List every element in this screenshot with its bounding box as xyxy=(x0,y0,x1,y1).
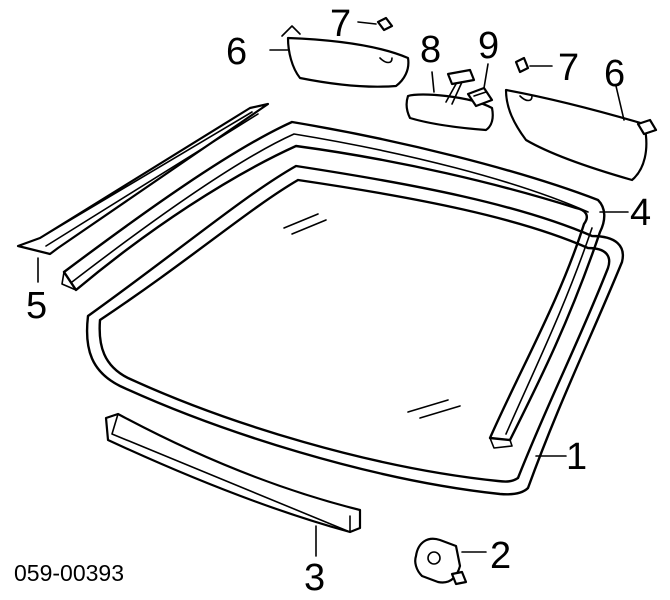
sun-visor-left-part-6 xyxy=(269,25,410,88)
sun-visor-right-part-6 xyxy=(504,85,658,182)
callout-6-right: 6 xyxy=(604,53,625,95)
rear-view-mirror-part-8 xyxy=(405,68,494,132)
callout-4: 4 xyxy=(630,192,651,234)
pillar-molding-part-5 xyxy=(16,102,270,256)
callout-7-right: 7 xyxy=(558,47,579,89)
callout-2: 2 xyxy=(490,535,511,577)
visor-clip-right-part-7 xyxy=(514,56,553,74)
windshield-glass-part-1 xyxy=(85,164,625,496)
callout-5: 5 xyxy=(26,285,47,327)
callout-9: 9 xyxy=(478,25,499,67)
callout-7-left: 7 xyxy=(330,3,351,45)
callout-1: 1 xyxy=(566,436,587,478)
visor-clip-left-part-7 xyxy=(357,16,394,32)
bracket-part-2 xyxy=(414,537,487,586)
frame-molding-part-4 xyxy=(61,120,606,449)
mirror-mount-part-9 xyxy=(466,63,494,108)
leader-lines xyxy=(37,211,629,557)
callout-6-left: 6 xyxy=(226,31,247,73)
callout-3: 3 xyxy=(304,557,325,599)
diagram-code: 059-00393 xyxy=(14,560,124,586)
lower-molding-part-3 xyxy=(104,412,362,534)
callout-8: 8 xyxy=(420,29,441,71)
callout-labels: 1 2 3 4 5 6 6 7 7 8 9 xyxy=(26,3,651,599)
